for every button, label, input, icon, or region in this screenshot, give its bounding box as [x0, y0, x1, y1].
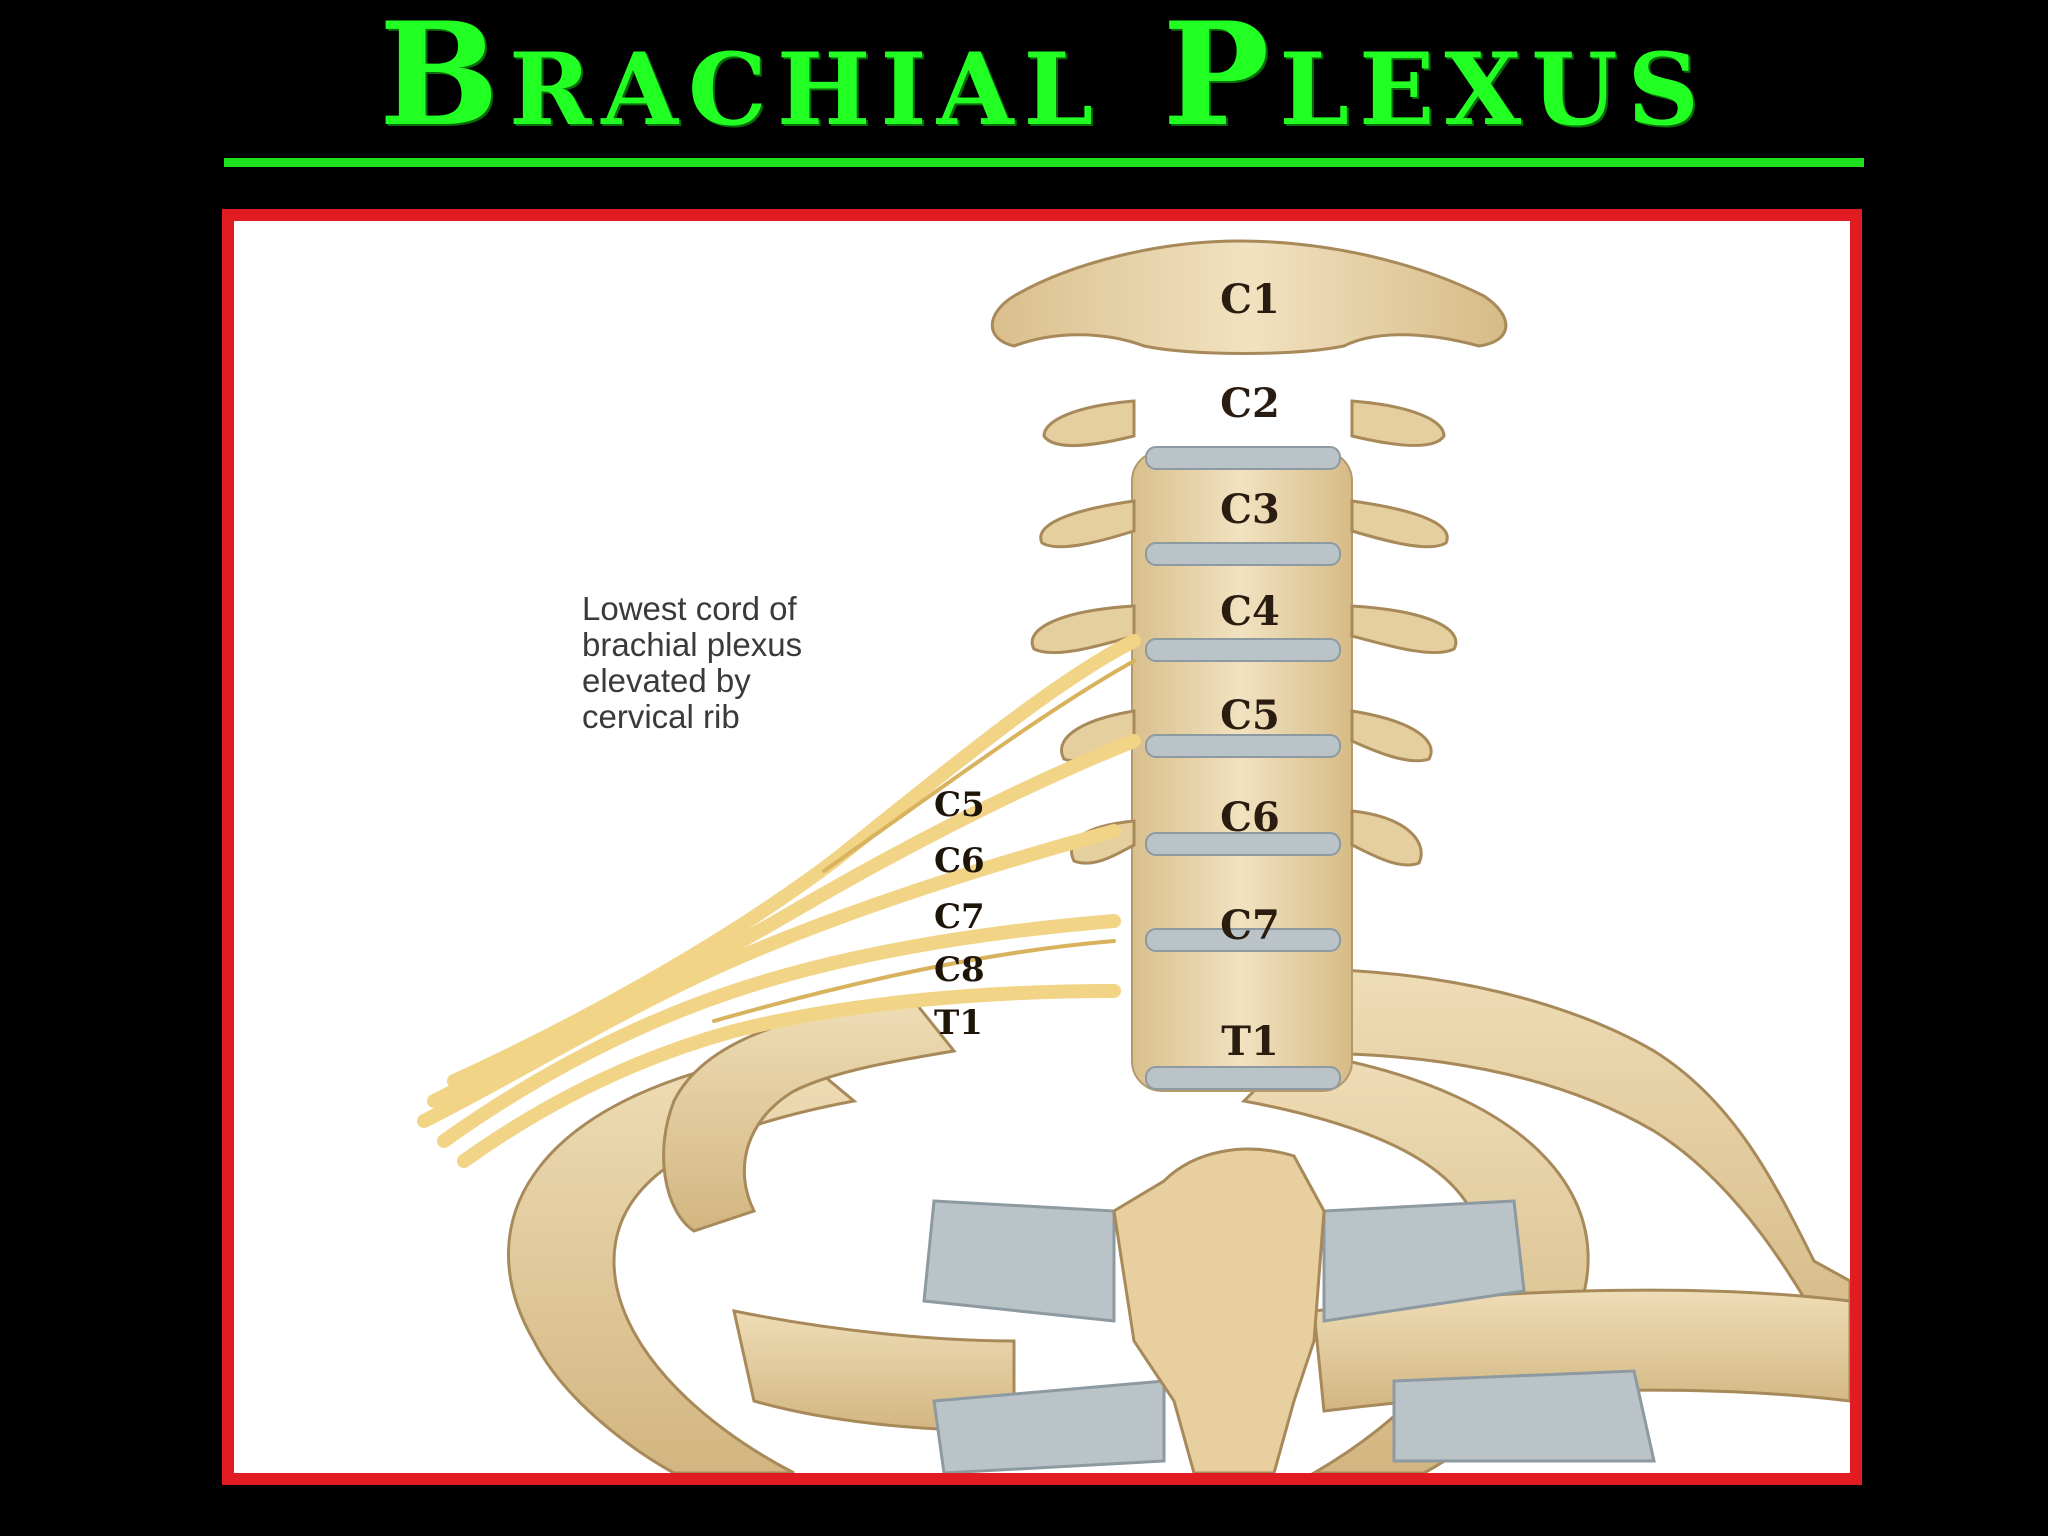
- vertebra-label-t1: T1: [1221, 1018, 1279, 1065]
- nerve-label-c7: C7: [934, 897, 985, 937]
- costal-cartilage-left-2: [932, 1379, 1166, 1473]
- brachial-plexus-nerves: [417, 634, 1141, 1168]
- nerve-label-t1: T1: [934, 1003, 983, 1043]
- vertebra-label-c1: C1: [1220, 276, 1280, 323]
- vertebra-label-c6: C6: [1220, 794, 1280, 841]
- intervertebral-discs: [1145, 446, 1341, 1090]
- caption-line-4: cervical rib: [582, 698, 740, 735]
- title-underline: [224, 158, 1864, 167]
- nerve-label-c5: C5: [934, 785, 985, 825]
- anatomy-figure: C1 C2 C3 C4 C5 C6 C7 T1 C5 C6 C7 C8 T1 L…: [222, 209, 1862, 1485]
- atlas-c1: [990, 239, 1508, 355]
- vertebra-label-c3: C3: [1220, 486, 1280, 533]
- caption-line-1: Lowest cord of: [582, 590, 797, 627]
- costal-cartilage-right-2: [1392, 1369, 1656, 1463]
- caption-line-3: elevated by: [582, 662, 751, 699]
- vertebra-label-c7: C7: [1220, 902, 1280, 949]
- first-rib-right: [1172, 967, 1850, 1382]
- caption: Lowest cord of brachial plexus elevated …: [582, 591, 1002, 735]
- slide-title: Brachial Plexus: [378, 0, 1710, 158]
- first-rib-left: [662, 999, 957, 1233]
- vertebra-label-c2: C2: [1220, 380, 1280, 427]
- caption-line-2: brachial plexus: [582, 626, 803, 663]
- sternum: [1112, 1147, 1326, 1473]
- lower-rib-left: [507, 1049, 858, 1473]
- spine-illustration: C1 C2 C3 C4 C5 C6 C7 T1 C5 C6 C7 C8 T1: [417, 239, 1850, 1473]
- costal-cartilage-left-1: [922, 1199, 1116, 1323]
- nerve-label-c8: C8: [934, 950, 985, 990]
- costal-cartilage-right-1: [1322, 1199, 1526, 1323]
- vertebra-label-c5: C5: [1220, 692, 1280, 739]
- nerve-label-c6: C6: [934, 841, 985, 881]
- vertebra-label-c4: C4: [1220, 588, 1280, 635]
